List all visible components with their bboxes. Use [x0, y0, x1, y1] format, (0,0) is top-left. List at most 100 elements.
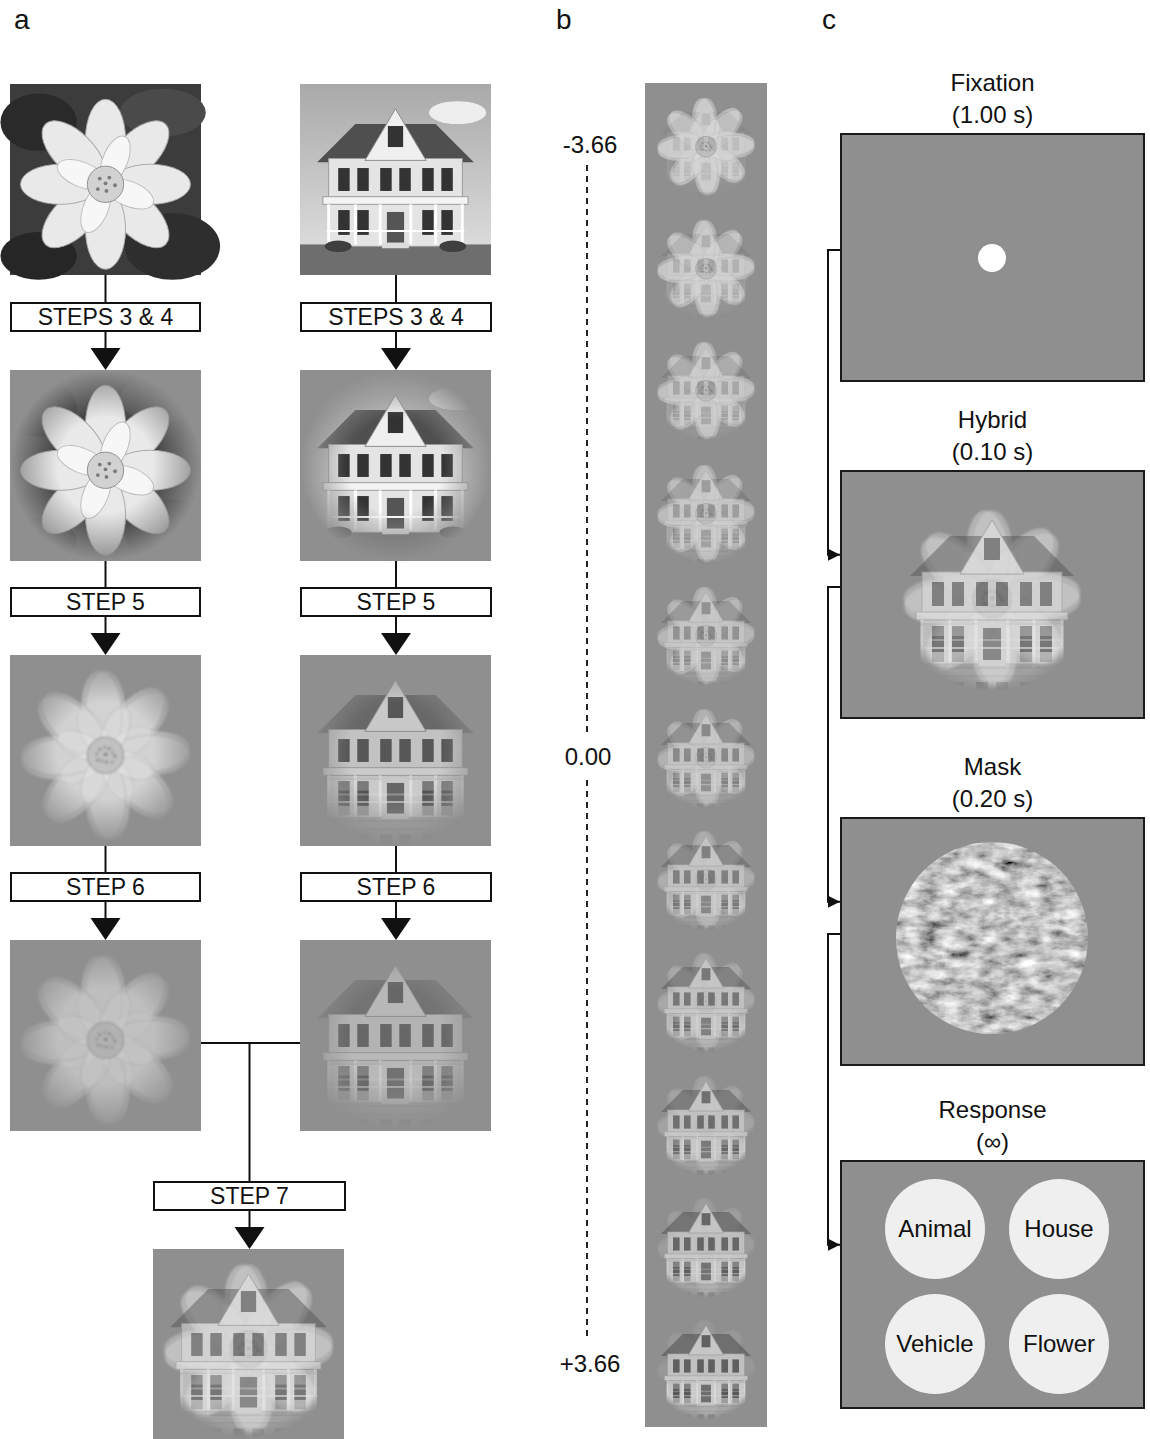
morph-thumbnail — [637, 445, 775, 607]
screen-fill — [840, 817, 1145, 1066]
box-label: STEPS 3 & 4 — [328, 306, 464, 329]
stimulus-image — [300, 655, 491, 917]
noise-mask — [894, 840, 1090, 1036]
panel-letter: b — [556, 6, 572, 34]
flow-line — [249, 1043, 251, 1181]
screen-title: Response — [822, 1094, 1150, 1126]
flow-arrowhead — [381, 633, 411, 655]
morph-thumbnail — [637, 445, 775, 607]
box-label: House — [1024, 1217, 1093, 1241]
screen-title: (1.00 s) — [822, 99, 1150, 131]
morph-thumbnail — [637, 322, 775, 484]
box-label: Flower — [1023, 1332, 1095, 1356]
trial-screen: Response(∞)AnimalHouseVehicleFlower — [840, 1160, 1145, 1409]
morph-thumbnail — [661, 714, 751, 850]
morph-thumbnail — [637, 567, 775, 729]
step-box: STEPS 3 & 4 — [300, 302, 492, 332]
trial-screen: Hybrid(0.10 s) — [840, 470, 1145, 719]
box-label: STEP 7 — [210, 1185, 289, 1208]
step-box: STEP 5 — [10, 587, 201, 617]
step-box: STEP 5 — [300, 587, 492, 617]
panel-letter: c — [822, 6, 836, 34]
flow-line — [395, 846, 397, 872]
sequence-arrow — [828, 587, 840, 902]
stimulus-image — [129, 1230, 368, 1439]
step-box: STEP 7 — [153, 1181, 346, 1211]
morph-thumbnail — [637, 78, 775, 1439]
screen-title: (0.10 s) — [822, 436, 1150, 468]
morph-thumbnail — [637, 1056, 775, 1218]
response-button: Flower — [1009, 1294, 1109, 1394]
sequence-arrow — [828, 934, 840, 1245]
fixation-dot — [978, 244, 1006, 272]
step-box: STEP 6 — [300, 872, 492, 902]
stimulus-image — [0, 921, 225, 1160]
flow-line — [249, 1211, 251, 1229]
morph-thumbnail — [637, 78, 775, 240]
box-label: STEP 5 — [357, 591, 436, 614]
morph-thumbnail — [661, 347, 751, 483]
hybrid-stimulus — [867, 474, 1118, 768]
flow-line — [395, 275, 397, 302]
morph-thumbnail — [637, 689, 775, 851]
morph-thumbnail — [661, 1203, 751, 1339]
screen-heading: Hybrid(0.10 s) — [822, 404, 1150, 468]
box-label: STEP 6 — [66, 876, 145, 899]
flow-arrowhead — [91, 348, 121, 370]
morph-thumbnail — [637, 933, 775, 1095]
screen-heading: Mask(0.20 s) — [822, 751, 1150, 815]
flow-line — [395, 561, 397, 587]
flow-line — [105, 617, 107, 635]
morph-thumbnail — [637, 200, 775, 362]
screen-title: (∞) — [822, 1126, 1150, 1158]
screen-title: Mask — [822, 751, 1150, 783]
flow-arrowhead — [91, 633, 121, 655]
morph-thumbnail — [637, 200, 775, 362]
flow-line — [395, 902, 397, 920]
flow-arrowhead — [91, 918, 121, 940]
morph-thumbnail — [661, 958, 751, 1094]
flow-line — [105, 902, 107, 920]
morph-thumbnail — [637, 1300, 775, 1439]
stimulus-image — [0, 84, 220, 280]
step-box: STEPS 3 & 4 — [10, 302, 201, 332]
box-label: STEP 5 — [66, 591, 145, 614]
flow-arrowhead — [91, 348, 412, 1249]
morph-axis — [586, 165, 588, 735]
noise-mask — [894, 840, 1090, 1036]
stimulus-image — [0, 370, 220, 566]
flow-arrowhead — [381, 918, 411, 940]
morph-thumbnail — [637, 1300, 775, 1439]
morph-thumbnail — [637, 1178, 775, 1340]
morph-thumbnail — [661, 225, 751, 361]
morph-thumbnail — [637, 1178, 775, 1340]
flow-line — [105, 561, 107, 587]
flow-line — [395, 332, 397, 350]
box-label: Vehicle — [896, 1332, 973, 1356]
morph-thumbnail — [637, 567, 775, 729]
flow-line — [105, 332, 107, 350]
morph-thumbnail — [661, 470, 751, 606]
box-label: Animal — [898, 1217, 971, 1241]
box-label: STEP 6 — [357, 876, 436, 899]
step-box: STEP 6 — [10, 872, 201, 902]
stimulus-image — [0, 84, 491, 1439]
flow-line — [106, 275, 397, 1229]
screen-fill — [840, 1160, 1145, 1409]
morph-thumbnail — [661, 1081, 751, 1217]
flow-line — [105, 275, 107, 302]
trial-screen: Fixation(1.00 s) — [840, 133, 1145, 382]
trial-screen: Mask(0.20 s) — [840, 817, 1145, 1066]
screen-heading: Response(∞) — [822, 1094, 1150, 1158]
stimulus-image — [300, 84, 491, 275]
morph-thumbnail — [637, 78, 775, 240]
stimulus-image — [300, 940, 491, 1202]
panel-letter: a — [14, 6, 30, 34]
flow-line — [105, 846, 107, 872]
morph-thumbnail — [637, 1056, 775, 1218]
response-button: Vehicle — [885, 1294, 985, 1394]
morph-thumbnail — [637, 322, 775, 484]
axis-value: +3.66 — [557, 1350, 624, 1378]
morph-axis — [586, 780, 588, 1340]
